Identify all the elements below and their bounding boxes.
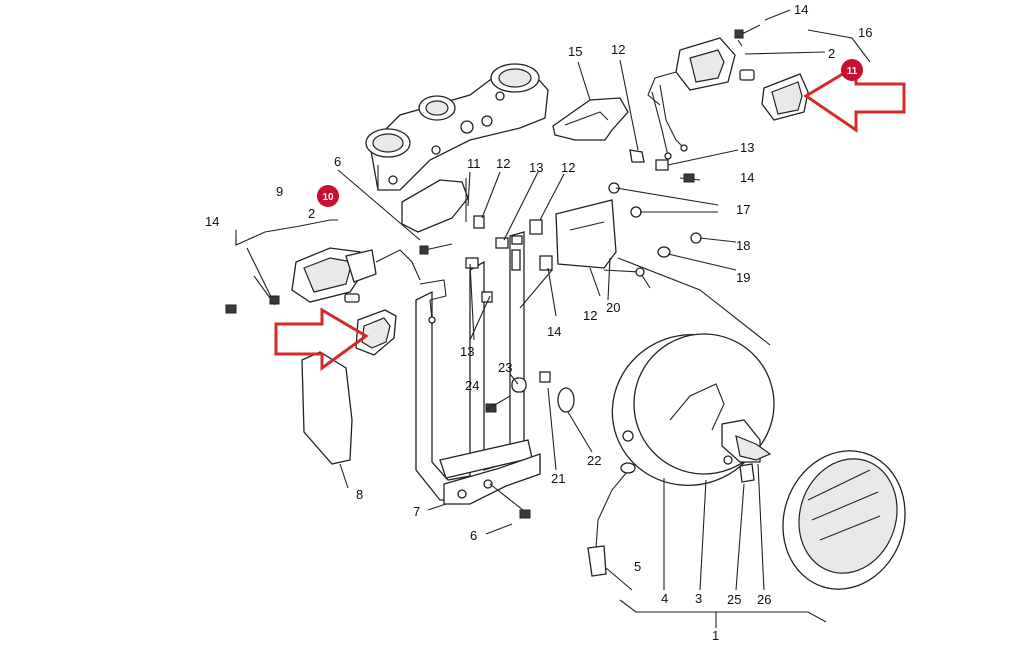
label-22: 22 [587, 453, 601, 468]
label-5: 5 [634, 559, 641, 574]
bracket-20 [555, 182, 771, 346]
label-11: 11 [467, 156, 481, 171]
label-12-mid-b: 12 [561, 160, 575, 175]
badge-right-text: 11 [847, 66, 858, 77]
label-8: 8 [356, 487, 363, 502]
label-14-left: 14 [205, 214, 219, 229]
label-12-top: 12 [611, 42, 625, 57]
label-14-right: 14 [740, 170, 754, 185]
left-turn-signal [225, 219, 421, 356]
label-2-top: 2 [828, 46, 835, 61]
label-15: 15 [568, 44, 582, 59]
badge-right: 11 [841, 59, 863, 81]
label-19: 19 [736, 270, 750, 285]
label-6-top: 6 [334, 154, 341, 169]
left-arrow-icon [803, 63, 906, 133]
label-23: 23 [498, 360, 512, 375]
label-17: 17 [736, 202, 750, 217]
label-18: 18 [736, 238, 750, 253]
right-turn-signal [647, 9, 871, 160]
label-13-right: 13 [740, 140, 754, 155]
arrow-right-annotation [803, 63, 906, 133]
label-12-mid-a: 12 [496, 156, 510, 171]
label-20: 20 [606, 300, 620, 315]
central-support-frame [301, 178, 575, 519]
label-9: 9 [276, 184, 283, 199]
label-24: 24 [465, 378, 479, 393]
label-6-bottom: 6 [470, 528, 477, 543]
badge-left: 10 [317, 185, 339, 207]
label-14-top: 14 [794, 2, 808, 17]
instrument-cluster [365, 63, 549, 191]
label-16: 16 [858, 25, 872, 40]
label-13-mid: 13 [529, 160, 543, 175]
label-21: 21 [551, 471, 565, 486]
headlamp-assembly [587, 333, 906, 628]
label-12-center: 12 [583, 308, 597, 323]
label-14-center: 14 [547, 324, 561, 339]
label-25: 25 [727, 592, 741, 607]
label-26: 26 [757, 592, 771, 607]
label-4: 4 [661, 591, 668, 606]
label-3: 3 [695, 591, 702, 606]
label-1: 1 [712, 628, 719, 643]
right-arrow-icon [274, 307, 369, 371]
part-labels: 14 16 2 15 12 13 14 6 11 12 13 12 17 18 … [205, 2, 872, 643]
label-7: 7 [413, 504, 420, 519]
label-13-left: 13 [460, 344, 474, 359]
bracket-15 [552, 59, 739, 183]
label-2-left: 2 [308, 206, 315, 221]
badge-left-text: 10 [322, 192, 334, 203]
arrow-left-annotation [274, 307, 369, 371]
leader-lines [235, 169, 611, 535]
